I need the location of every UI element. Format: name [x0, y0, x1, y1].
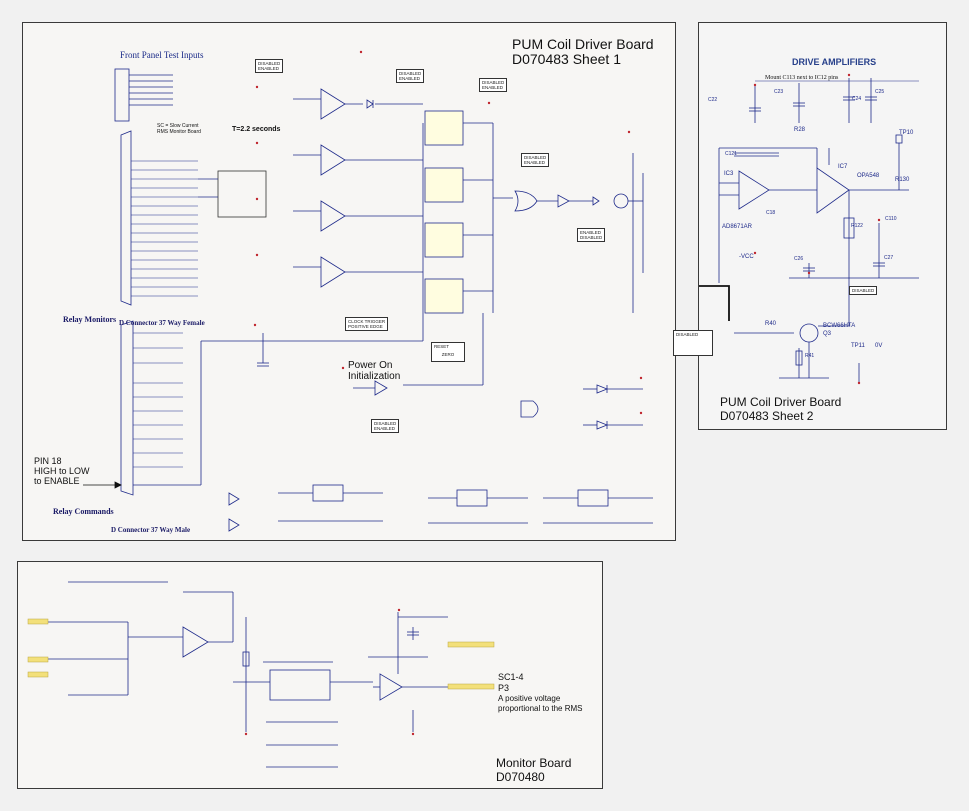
sc-line4: proportional to the RMS [498, 704, 583, 713]
r122-label: R122 [851, 223, 863, 229]
opa548-label: OPA548 [857, 173, 880, 179]
interpanel-disabled-tag: DISABLED [673, 330, 713, 356]
c23-label: C23 [774, 89, 784, 95]
ic7-label: IC7 [838, 164, 848, 170]
c26-label: C26 [794, 256, 804, 262]
sc-note-line2: RMS Monitor Board [157, 129, 201, 135]
relay-commands-label: Relay Commands [53, 507, 114, 516]
r41-label: R41 [805, 353, 815, 359]
mount-note: Mount C113 next to IC12 pins [765, 75, 839, 81]
sheet1-title-line1: PUM Coil Driver Board [512, 36, 654, 52]
sc-line2: P3 [498, 683, 510, 693]
c121-label: C121 [725, 151, 737, 157]
timing-label: T=2.2 seconds [232, 126, 281, 133]
monitor-schematic [27, 581, 495, 768]
sheet2-panel: DRIVE AMPLIFIERS Mount C113 next to IC12… [698, 22, 947, 430]
ov-label: 0V [875, 343, 883, 349]
pin18-line3: to ENABLE [34, 476, 80, 486]
c25-label: C25 [875, 89, 885, 95]
vcc-neg-label: -VCC [739, 254, 754, 260]
sheet2-title-line1: PUM Coil Driver Board [720, 395, 842, 409]
monitor-panel: SC1-4 P3 A positive voltage proportional… [17, 561, 603, 789]
transistor-label: BCW66HTA [823, 323, 856, 329]
r130-label: R130 [895, 177, 910, 183]
d-connector-female-label: D Connector 37 Way Female [119, 319, 205, 327]
c22-label: C22 [708, 97, 718, 103]
sheet1-title-line2: D070483 Sheet 1 [512, 51, 621, 67]
d-connector-male-label: D Connector 37 Way Male [111, 526, 191, 534]
sc-line1: SC1-4 [498, 672, 524, 682]
q3-label: Q3 [823, 331, 832, 337]
c18-label: C18 [766, 210, 776, 216]
sc-line3: A positive voltage [498, 694, 561, 703]
monitor-title-line1: Monitor Board [496, 756, 572, 770]
sc-note-line1: SC = Slow Current [157, 123, 199, 129]
drive-amplifiers-header: DRIVE AMPLIFIERS [792, 57, 877, 67]
r28-label: R28 [794, 127, 806, 133]
front-panel-label: Front Panel Test Inputs [120, 50, 204, 60]
power-on-line2: Initialization [348, 371, 401, 382]
c27-label: C27 [884, 255, 894, 261]
sheet1-panel: PUM Coil Driver Board D070483 Sheet 1 Fr… [22, 22, 676, 541]
ic3-label: IC3 [724, 171, 734, 177]
sheet2-schematic [699, 73, 919, 385]
sheet2-disabled-tag: DISABLED [849, 286, 878, 295]
c110-label: C110 [885, 216, 897, 222]
power-on-line1: Power On [348, 360, 393, 371]
sheet1-schematic [83, 50, 653, 532]
pin18-line1: PIN 18 [34, 456, 62, 466]
sheet2-title-line2: D070483 Sheet 2 [720, 409, 814, 423]
tp10-label: TP10 [899, 130, 914, 136]
r40-label: R40 [765, 321, 777, 327]
pin18-line2: HIGH to LOW [34, 466, 90, 476]
relay-monitors-label: Relay Monitors [63, 315, 117, 324]
monitor-title-line2: D070480 [496, 770, 545, 784]
ad8671-label: AD8671AR [722, 224, 753, 230]
c24-label: C24 [852, 96, 862, 102]
tp11-label: TP11 [851, 343, 865, 349]
